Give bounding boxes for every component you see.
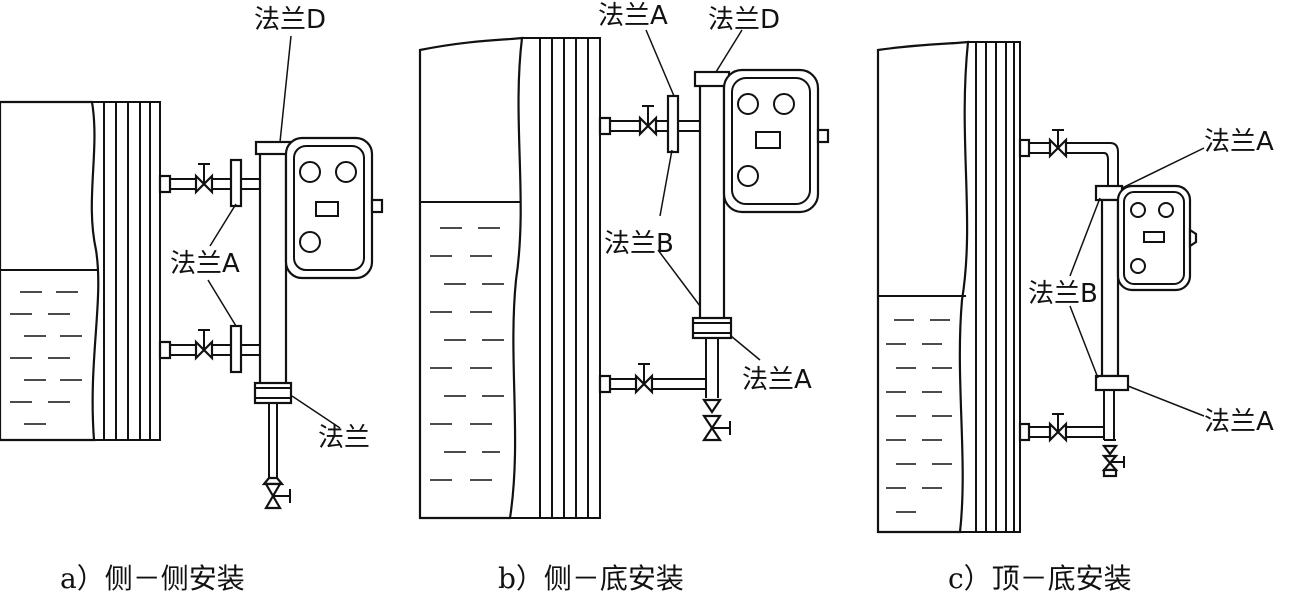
chamber-c bbox=[1094, 184, 1130, 440]
chamber-a bbox=[253, 140, 293, 510]
label-flange-d: 法兰D bbox=[254, 5, 326, 35]
label-flange-a-top: 法兰A bbox=[598, 1, 668, 31]
chamber-b bbox=[691, 70, 733, 442]
lower-connection-a bbox=[158, 324, 260, 374]
caption-c: c）顶－底安装 bbox=[948, 562, 1132, 595]
label-flange-b: 法兰B bbox=[604, 229, 674, 259]
label-flange-d: 法兰D bbox=[708, 5, 780, 35]
label-flange: 法兰 bbox=[318, 423, 370, 453]
leader-flange-b-up bbox=[659, 149, 673, 217]
leader-flange-a-bottom bbox=[291, 395, 341, 429]
flange-a-lower bbox=[229, 324, 243, 374]
upper-connection-a bbox=[158, 158, 260, 208]
liquid-a bbox=[10, 291, 82, 425]
upper-connection-c bbox=[1018, 129, 1119, 186]
label-flange-a: 法兰A bbox=[170, 249, 240, 279]
lower-connection-c bbox=[1018, 413, 1125, 478]
panel-c: 法兰A 法兰B 法兰A bbox=[876, 40, 1274, 534]
leader-flange-b-up-c bbox=[1069, 197, 1101, 277]
indicator-box-b bbox=[722, 68, 830, 214]
leader-flange-a-top-b bbox=[645, 29, 675, 97]
leader-flange-d-a bbox=[279, 35, 292, 143]
label-flange-a-bottom: 法兰A bbox=[1204, 407, 1274, 437]
flange-a-lower-b bbox=[691, 316, 733, 340]
leader-flange-b-down bbox=[657, 249, 701, 307]
leader-flange-a-bottom-b bbox=[730, 335, 761, 361]
flange-a-upper bbox=[229, 158, 243, 208]
leader-flange-d-b bbox=[715, 29, 743, 73]
flange-a-top-b bbox=[666, 94, 680, 154]
lower-connection-b bbox=[598, 363, 706, 395]
indicator-box-c bbox=[1116, 184, 1198, 292]
liquid-c bbox=[886, 319, 952, 513]
leader-flange-a-bottom-c bbox=[1127, 385, 1205, 417]
flange-bottom-a bbox=[253, 381, 293, 405]
flange-d-a bbox=[254, 140, 292, 156]
tank-c bbox=[876, 40, 1021, 534]
flange-a-bottom-c bbox=[1094, 374, 1130, 392]
leader-flange-a-down bbox=[207, 279, 237, 327]
panel-b: 法兰A 法兰D 法兰B 法兰A bbox=[418, 1, 830, 520]
leader-flange-a-up bbox=[209, 203, 237, 247]
label-flange-a-bottom: 法兰A bbox=[742, 365, 812, 395]
label-flange-a-top: 法兰A bbox=[1204, 127, 1274, 157]
caption-a: a）侧－侧安装 bbox=[60, 562, 245, 595]
tank-b bbox=[418, 36, 601, 520]
leader-flange-b-down-c bbox=[1069, 305, 1099, 379]
caption-b: b）侧－底安装 bbox=[498, 562, 684, 595]
tank-a bbox=[0, 100, 161, 442]
indicator-box-a bbox=[284, 136, 384, 280]
upper-connection-b bbox=[598, 94, 700, 154]
label-flange-b: 法兰B bbox=[1028, 279, 1098, 309]
panel-a: 法兰D 法兰A 法兰 bbox=[0, 5, 384, 510]
leader-flange-a-top-c bbox=[1121, 147, 1205, 189]
liquid-b bbox=[430, 227, 504, 481]
